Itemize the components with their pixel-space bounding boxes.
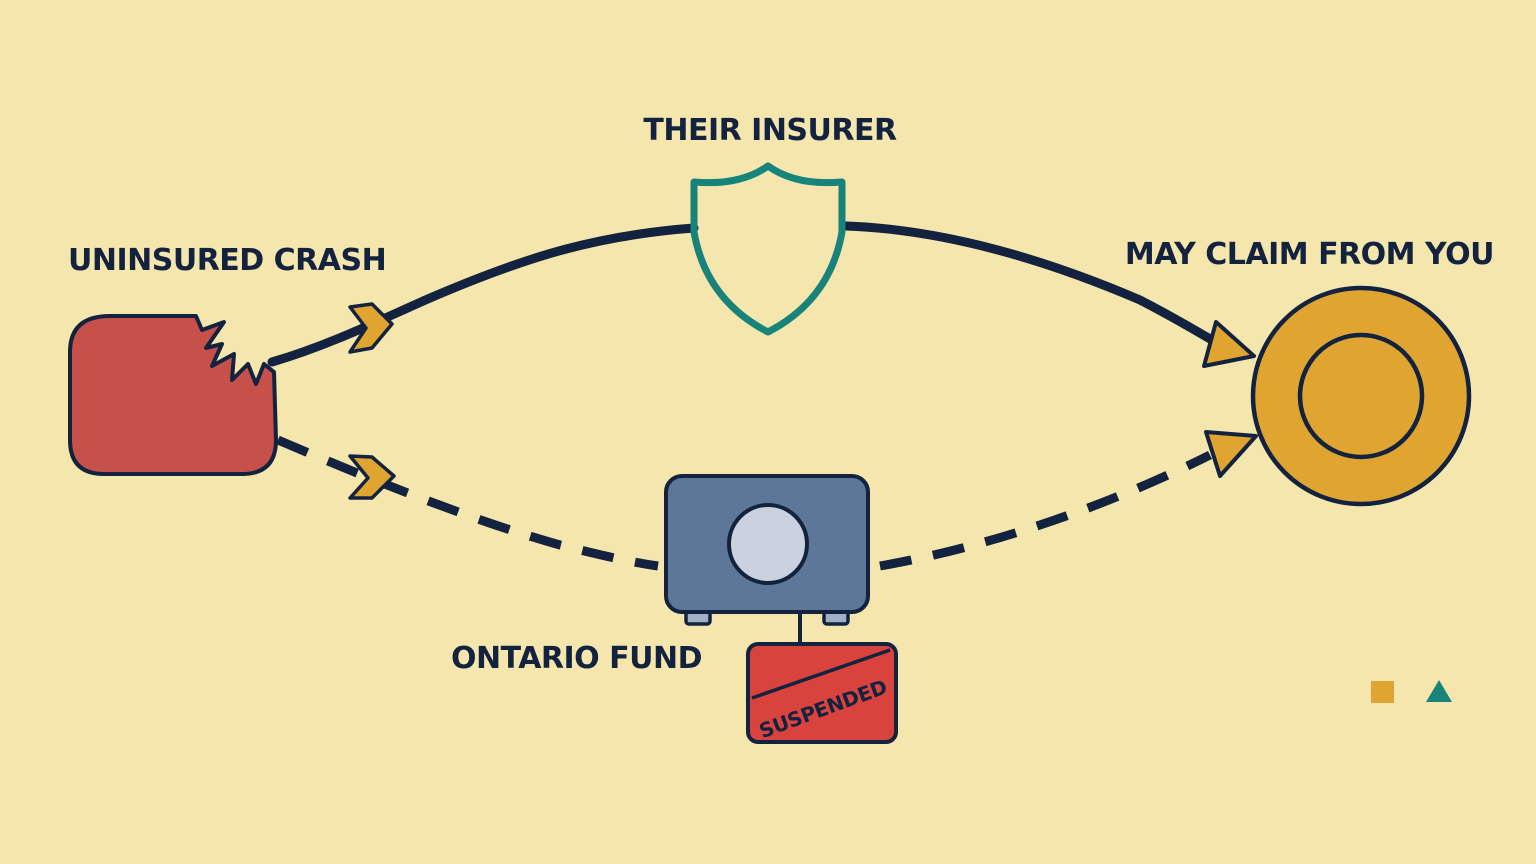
- suspended-status-badge: SUSPENDED: [746, 642, 898, 744]
- label-ontario-fund: ONTARIO FUND: [451, 641, 702, 676]
- label-their-insurer: THEIR INSURER: [643, 113, 897, 148]
- label-may-claim-from-you: MAY CLAIM FROM YOU: [1125, 237, 1494, 272]
- shield-icon: [690, 162, 846, 336]
- target-icon: [1250, 285, 1472, 507]
- chevron-arrow-upper-icon: [348, 302, 394, 354]
- insured-path-left: [267, 223, 699, 367]
- square-icon: [1371, 681, 1394, 703]
- status-slash: [751, 648, 891, 700]
- status-box: [746, 642, 898, 744]
- insured-path-right: [841, 221, 1227, 351]
- target-inner-ring: [1297, 332, 1425, 460]
- label-uninsured-crash: UNINSURED CRASH: [68, 243, 386, 278]
- arrowhead-lower-icon: [1204, 430, 1258, 478]
- fund-path-left: [276, 435, 659, 571]
- safe-lens: [727, 503, 809, 585]
- target-node: [1250, 285, 1472, 507]
- crash-icon: [68, 314, 278, 476]
- uninsured-crash-node: [68, 314, 278, 476]
- chevron-arrow-lower-icon: [348, 454, 396, 500]
- ontario-fund-node: [664, 474, 870, 646]
- arrowhead-upper-icon: [1202, 320, 1256, 368]
- fund-path-right: [879, 450, 1213, 571]
- triangle-icon: [1426, 680, 1452, 702]
